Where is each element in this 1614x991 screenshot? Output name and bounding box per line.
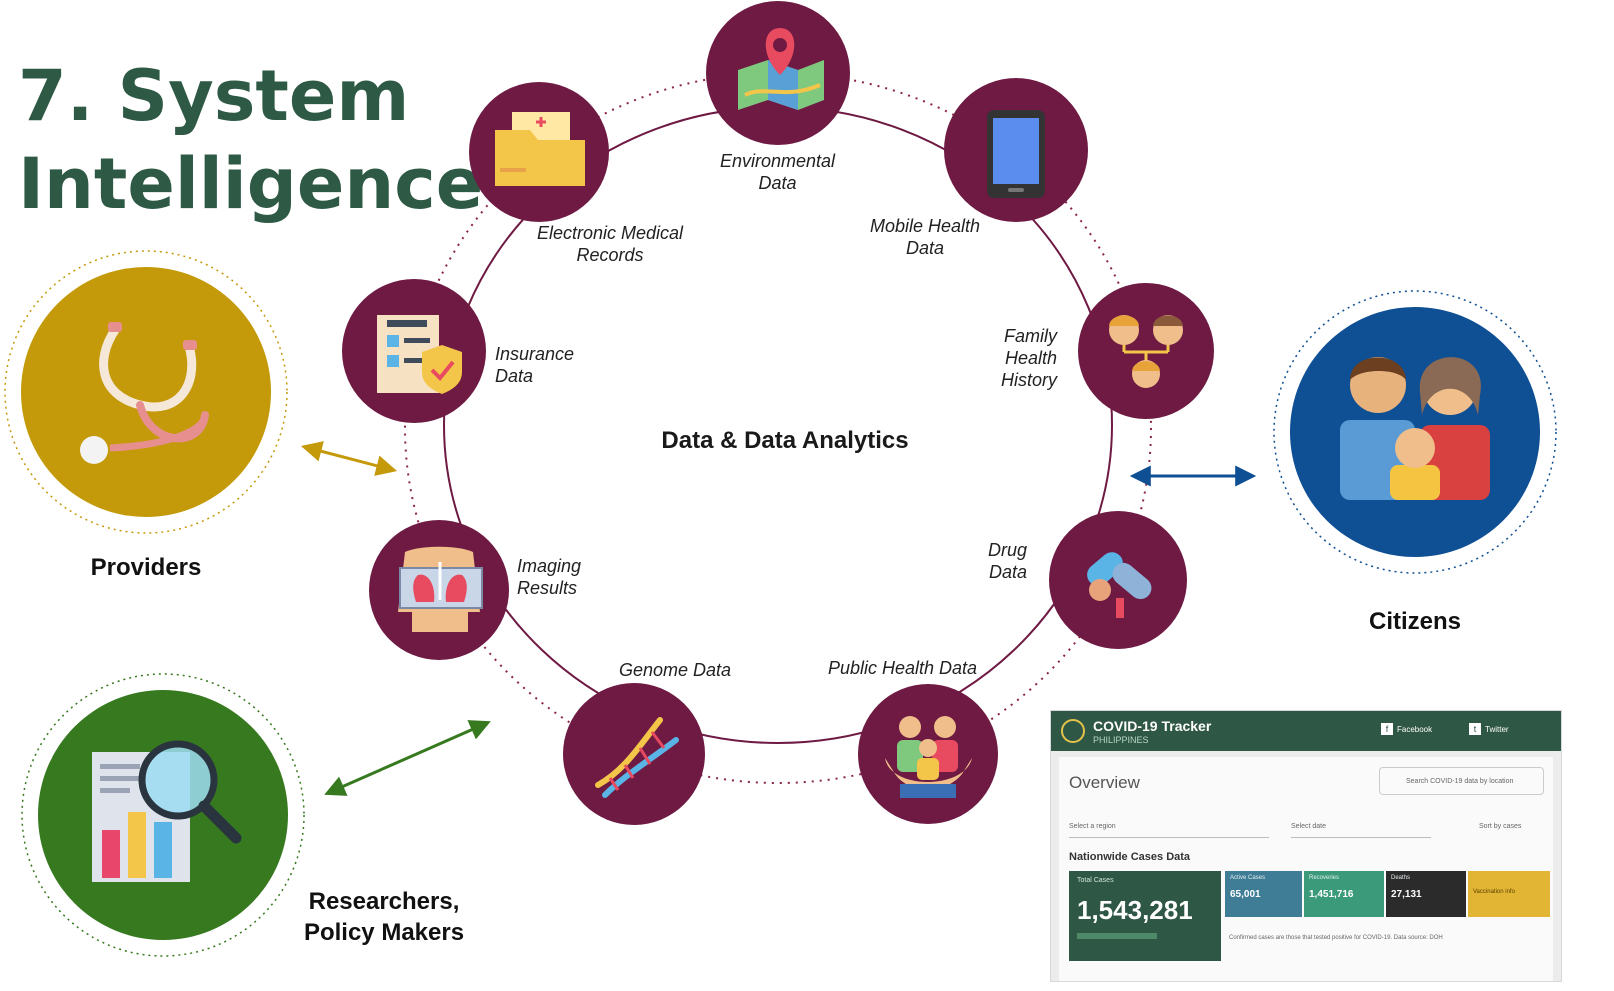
total-cases-label: Total Cases <box>1077 877 1114 884</box>
tracker-subtitle: PHILIPPINES <box>1093 735 1149 745</box>
twitter-icon: t <box>1469 723 1481 735</box>
region-select[interactable]: Select a region <box>1069 823 1269 838</box>
tracker-body: Overview Search COVID-19 data by locatio… <box>1059 757 1553 981</box>
insurance-node <box>342 279 486 423</box>
researchers-label: Researchers, Policy Makers <box>303 888 465 946</box>
insurance-checklist-icon <box>377 315 462 394</box>
providers-node <box>4 250 288 534</box>
dna-icon <box>595 717 679 798</box>
active-cases-card: Active Cases 65,001 <box>1225 871 1302 917</box>
researchers-node <box>21 673 305 957</box>
emr-node <box>469 82 609 222</box>
researchers-arrow <box>324 720 491 796</box>
slide-title: 7. System Intelligence <box>18 52 483 228</box>
citizens-node <box>1273 290 1557 574</box>
vaccination-card[interactable]: Vaccination info <box>1468 871 1550 917</box>
imaging-label: Imaging Results <box>517 556 582 598</box>
emr-label: Electronic Medical Records <box>536 223 684 265</box>
family-node <box>1078 283 1214 419</box>
deaths-label: Deaths <box>1391 875 1411 881</box>
date-select[interactable]: Select date <box>1291 823 1431 838</box>
drug-node <box>1049 511 1187 649</box>
family-icon <box>1340 357 1490 500</box>
genome-node <box>563 683 705 825</box>
sort-select[interactable]: Sort by cases <box>1479 823 1522 830</box>
drug-data-label: Drug Data <box>987 540 1027 582</box>
tracker-footnote: Confirmed cases are those that tested po… <box>1229 935 1443 941</box>
mobile-node <box>944 78 1088 222</box>
recoveries-label: Recoveries <box>1309 875 1340 881</box>
title-line-1: 7. System <box>18 55 410 137</box>
nationwide-section-title: Nationwide Cases Data <box>1069 851 1191 863</box>
environmental-label: Environmental Data <box>719 151 836 193</box>
insurance-label: Insurance Data <box>495 344 575 386</box>
medical-folder-icon <box>495 112 585 186</box>
family-history-label: Family Health History <box>1000 326 1057 390</box>
mobile-health-label: Mobile Health Data <box>869 216 981 258</box>
providers-label: Providers <box>90 554 202 581</box>
total-cases-card: Total Cases 1,543,281 <box>1069 871 1221 961</box>
public-health-label: Public Health Data <box>827 658 978 678</box>
community-care-icon <box>885 716 972 798</box>
outer-dotted-ring <box>404 72 1152 784</box>
citizens-label: Citizens <box>1368 608 1461 635</box>
center-label: Data & Data Analytics <box>661 427 909 454</box>
title-line-2: Intelligence <box>18 143 484 225</box>
providers-arrow <box>300 441 398 476</box>
environmental-node <box>706 1 850 145</box>
facebook-icon: f <box>1381 723 1393 735</box>
stethoscope-icon <box>80 322 209 464</box>
deaths-value: 27,131 <box>1391 889 1422 900</box>
tracker-overview-heading: Overview <box>1069 773 1140 792</box>
map-pin-icon <box>738 28 824 110</box>
chest-xray-icon <box>398 546 483 632</box>
tracker-logo-icon <box>1061 719 1085 743</box>
recoveries-value: 1,451,716 <box>1309 889 1354 900</box>
genome-label: Genome Data <box>618 660 732 680</box>
recoveries-card: Recoveries 1,451,716 <box>1304 871 1384 917</box>
vaccination-label: Vaccination info <box>1473 889 1515 895</box>
pills-icon <box>1087 552 1152 618</box>
tracker-search-input[interactable]: Search COVID-19 data by location <box>1379 767 1544 795</box>
active-cases-value: 65,001 <box>1230 889 1261 900</box>
deaths-card: Deaths 27,131 <box>1386 871 1466 917</box>
imaging-node <box>369 520 509 660</box>
total-cases-value: 1,543,281 <box>1077 895 1193 925</box>
total-cases-bar <box>1077 933 1157 939</box>
analytics-magnifier-icon <box>92 740 242 882</box>
tracker-title: COVID-19 Tracker <box>1093 718 1212 734</box>
smartphone-icon <box>987 110 1045 198</box>
public-health-node <box>858 684 998 824</box>
family-tree-icon <box>1109 315 1183 388</box>
active-cases-label: Active Cases <box>1230 875 1266 881</box>
